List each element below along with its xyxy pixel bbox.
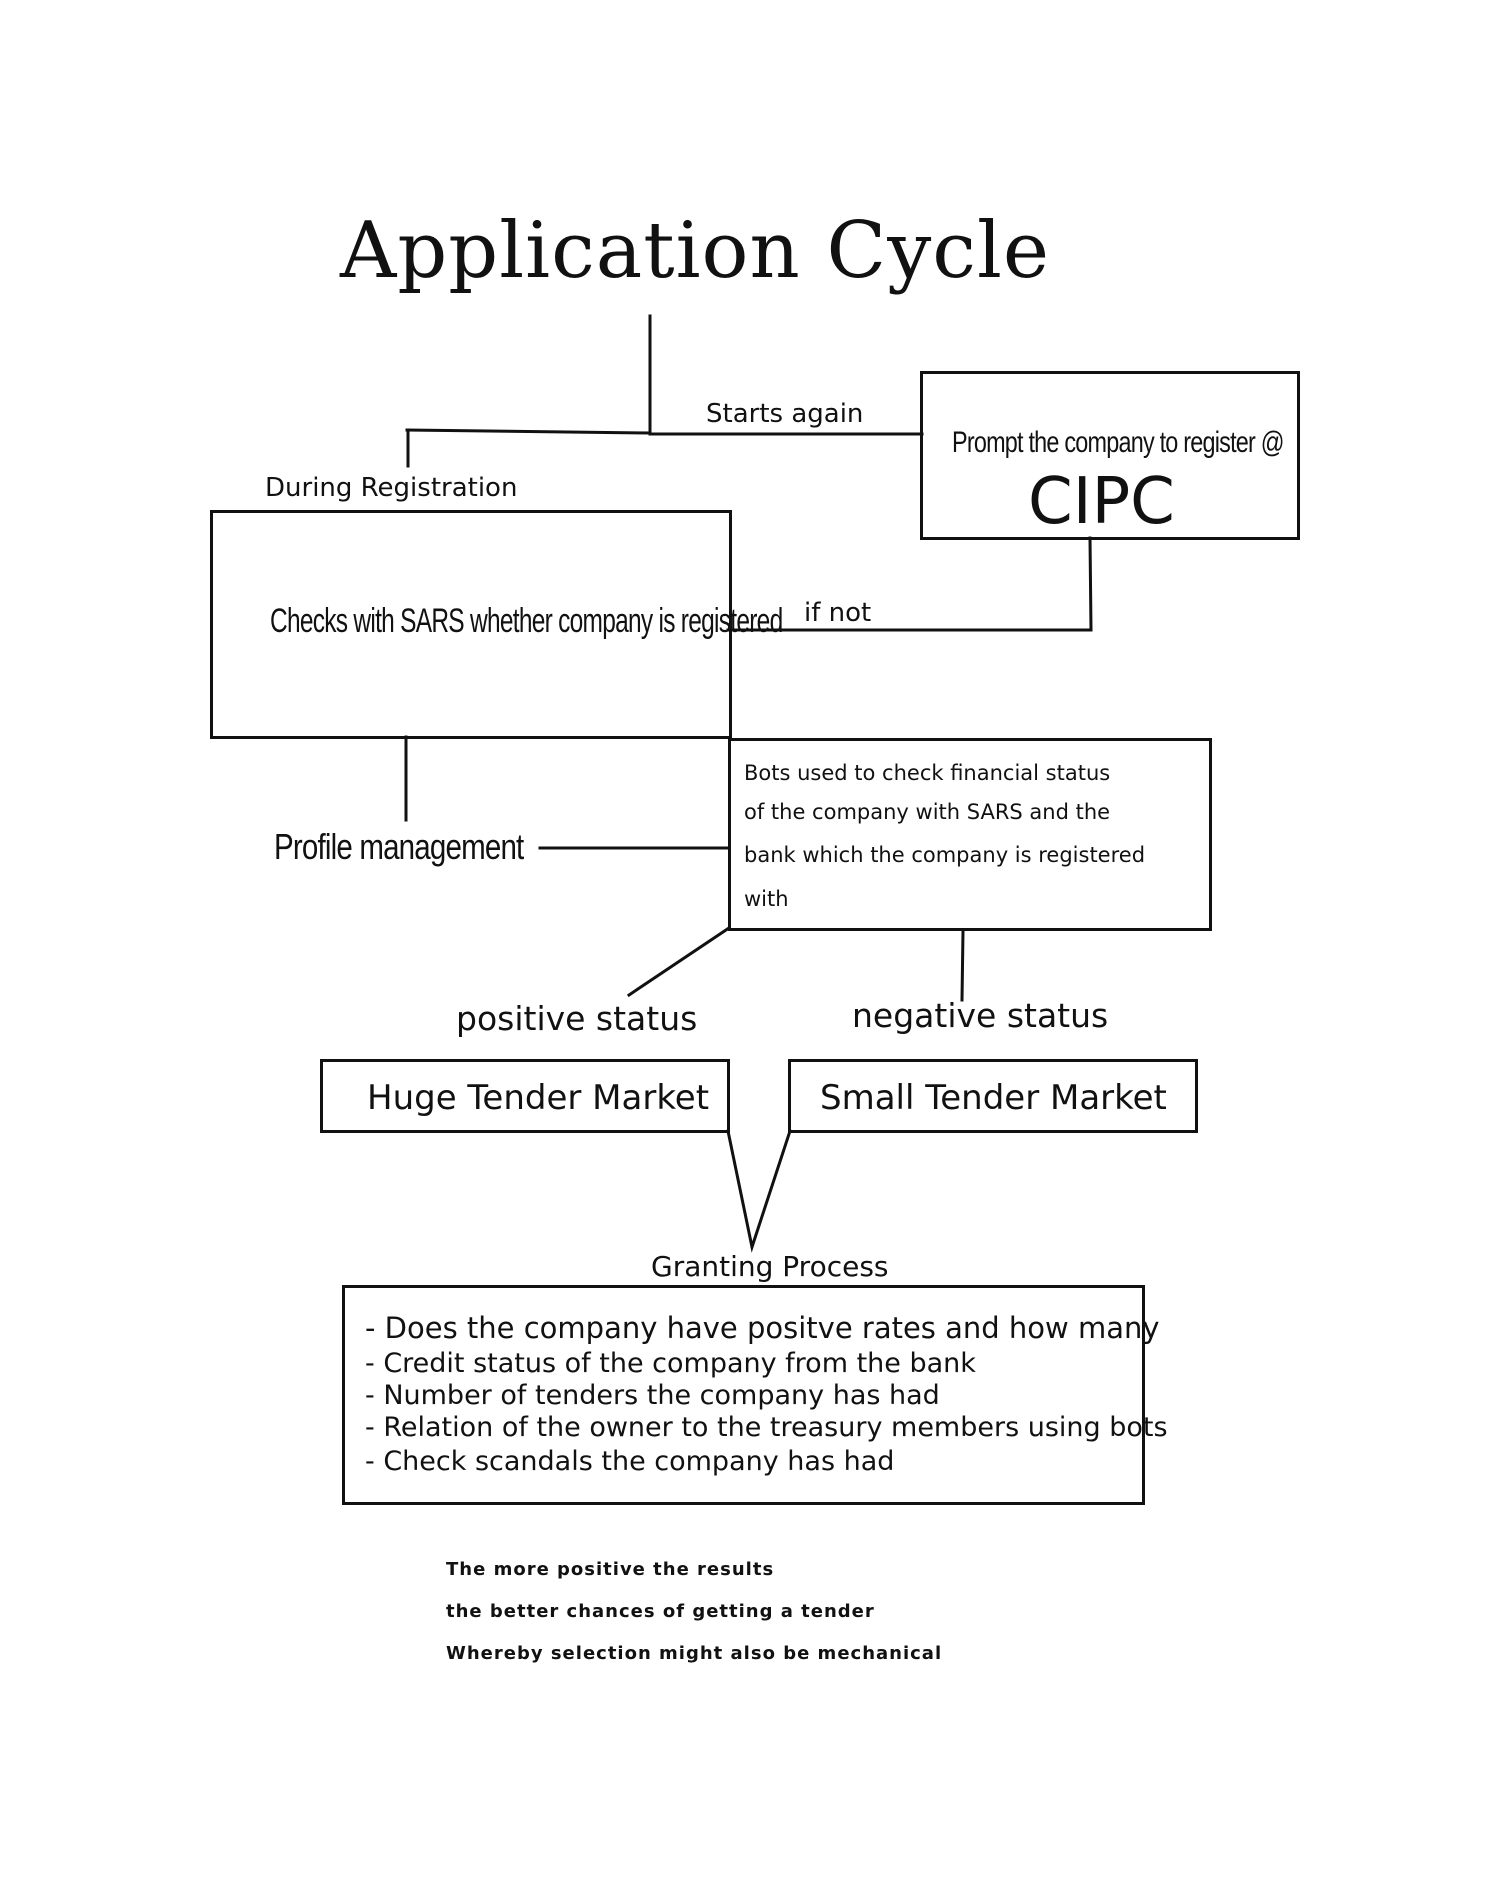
sars-check-box	[210, 510, 732, 739]
diagram-title: Application Cycle	[340, 206, 1051, 296]
granting-item-1: - Does the company have positve rates an…	[365, 1311, 1160, 1345]
granting-item-4: - Relation of the owner to the treasury …	[365, 1412, 1168, 1443]
small-market-box	[788, 1059, 1198, 1133]
bots-check-box	[728, 738, 1212, 931]
sars-check-text: Checks with SARS whether company is regi…	[270, 602, 783, 640]
positive-status-label: positive status	[456, 999, 698, 1038]
profile-management-label: Profile management	[274, 826, 524, 867]
granting-process-box	[342, 1285, 1145, 1505]
huge-market-box	[320, 1059, 730, 1133]
granting-process-label: Granting Process	[651, 1250, 889, 1283]
during-registration-label: During Registration	[265, 473, 518, 503]
branch-left-line	[405, 428, 652, 435]
cipc-label: CIPC	[1028, 465, 1175, 539]
cipc-drop-line	[1088, 536, 1093, 632]
if-not-label: if not	[804, 598, 872, 628]
bots-line-3: bank which the company is registered	[744, 843, 1146, 867]
granting-item-3: - Number of tenders the company has had	[365, 1380, 940, 1411]
markets-to-granting-lines	[726, 1129, 792, 1253]
negative-status-label: negative status	[852, 996, 1109, 1035]
bots-line-4: with	[744, 887, 789, 911]
bots-to-positive-line	[626, 925, 732, 998]
bots-to-negative-line	[960, 929, 965, 1002]
cipc-prompt-box	[920, 371, 1300, 540]
granting-item-5: - Check scandals the company has had	[365, 1446, 895, 1477]
footer-note-1: The more positive the results	[446, 1559, 775, 1580]
bots-line-1: Bots used to check financial status	[744, 761, 1111, 785]
footer-note-2: the better chances of getting a tender	[446, 1601, 875, 1622]
huge-market-label: Huge Tender Market	[367, 1078, 710, 1118]
cipc-prompt-text: Prompt the company to register @	[952, 426, 1285, 459]
small-market-label: Small Tender Market	[820, 1078, 1167, 1118]
granting-item-2: - Credit status of the company from the …	[365, 1348, 976, 1379]
bots-line-2: of the company with SARS and the	[744, 800, 1111, 824]
footer-note-3: Whereby selection might also be mechanic…	[446, 1643, 943, 1664]
starts-again-label: Starts again	[706, 399, 864, 429]
